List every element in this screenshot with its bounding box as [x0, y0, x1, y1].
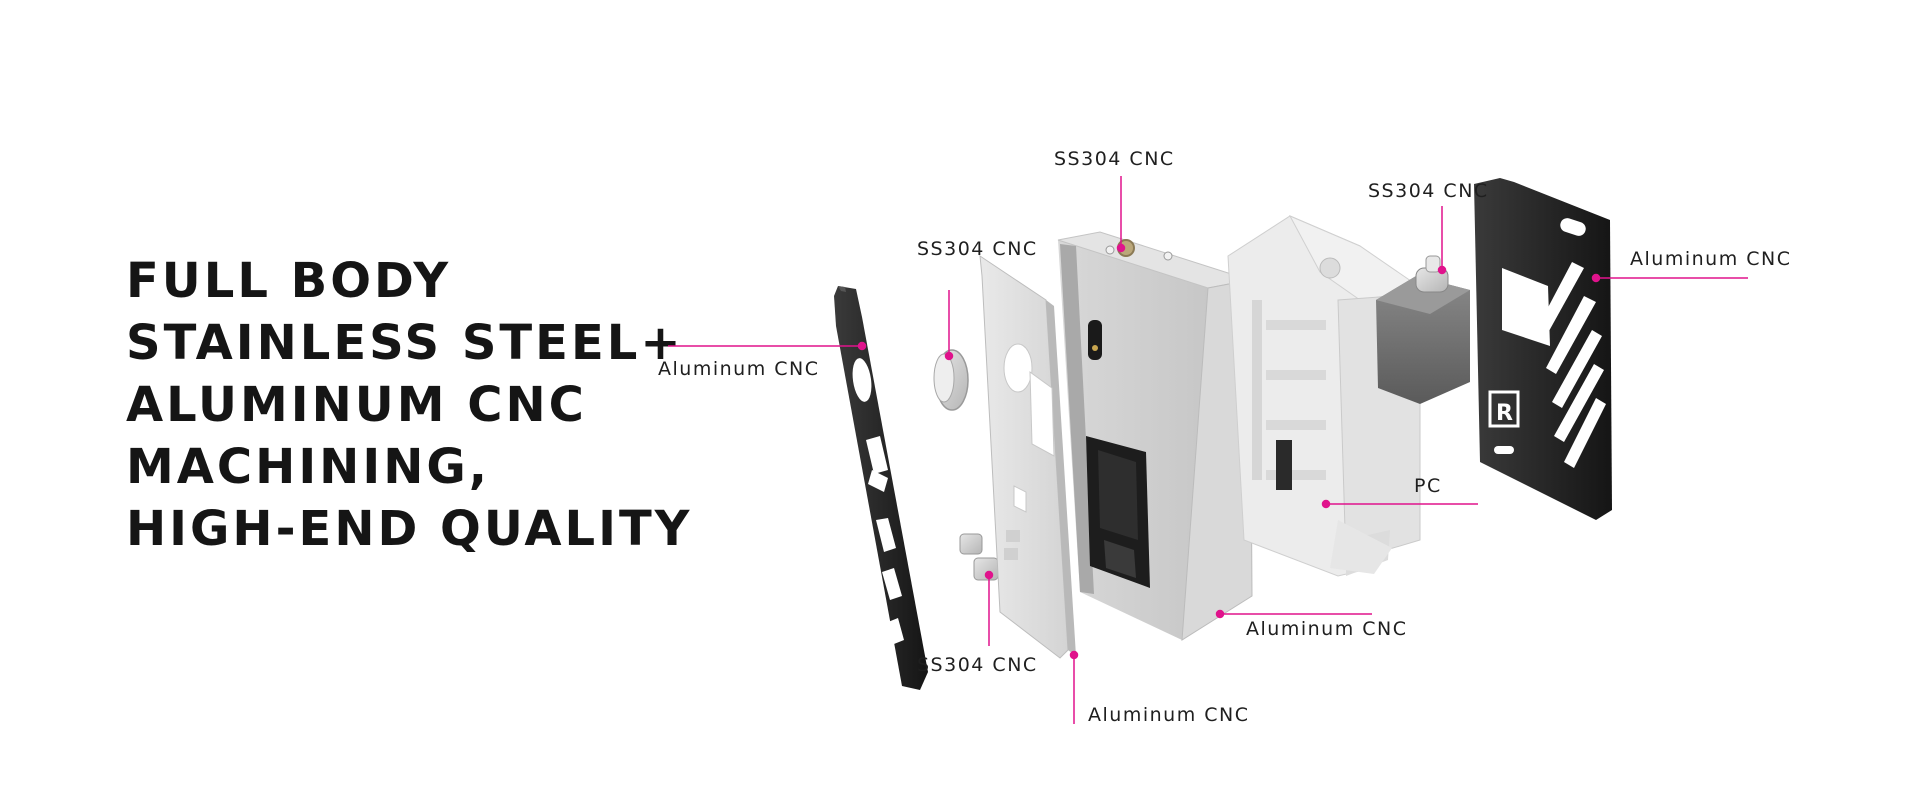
headline-line-2: STAINLESS STEEL+ — [126, 315, 684, 371]
label-top-connector: SS304 CNC — [1054, 148, 1175, 170]
label-outer-right-panel: Aluminum CNC — [1630, 248, 1792, 270]
outer-right-panel: R — [1474, 178, 1612, 520]
round-button-part — [933, 349, 969, 411]
headline-line-3: ALUMINUM CNC — [126, 377, 587, 433]
headline-line-1: FULL BODY — [126, 253, 452, 309]
small-buttons-part — [959, 533, 999, 581]
tank-part — [1376, 255, 1470, 404]
headline: FULL BODY STAINLESS STEEL+ ALUMINUM CNC … — [126, 250, 692, 560]
leader-lines — [668, 176, 1748, 724]
headline-line-5: HIGH-END QUALITY — [126, 501, 693, 557]
label-small-buttons: SS304 CNC — [917, 654, 1038, 676]
headline-line-4: MACHINING, — [126, 439, 491, 495]
label-round-button: SS304 CNC — [917, 238, 1038, 260]
label-main-body: Aluminum CNC — [1246, 618, 1408, 640]
label-inner-plate: Aluminum CNC — [1088, 704, 1250, 726]
main-body — [1057, 231, 1253, 641]
label-chassis-frame: PC — [1414, 475, 1442, 497]
label-tank-cap: SS304 CNC — [1368, 180, 1489, 202]
svg-text:R: R — [1496, 401, 1513, 426]
label-outer-left-panel: Aluminum CNC — [658, 358, 820, 380]
inner-plate — [979, 254, 1076, 659]
outer-left-panel — [834, 286, 928, 690]
chassis-frame — [1227, 214, 1426, 577]
